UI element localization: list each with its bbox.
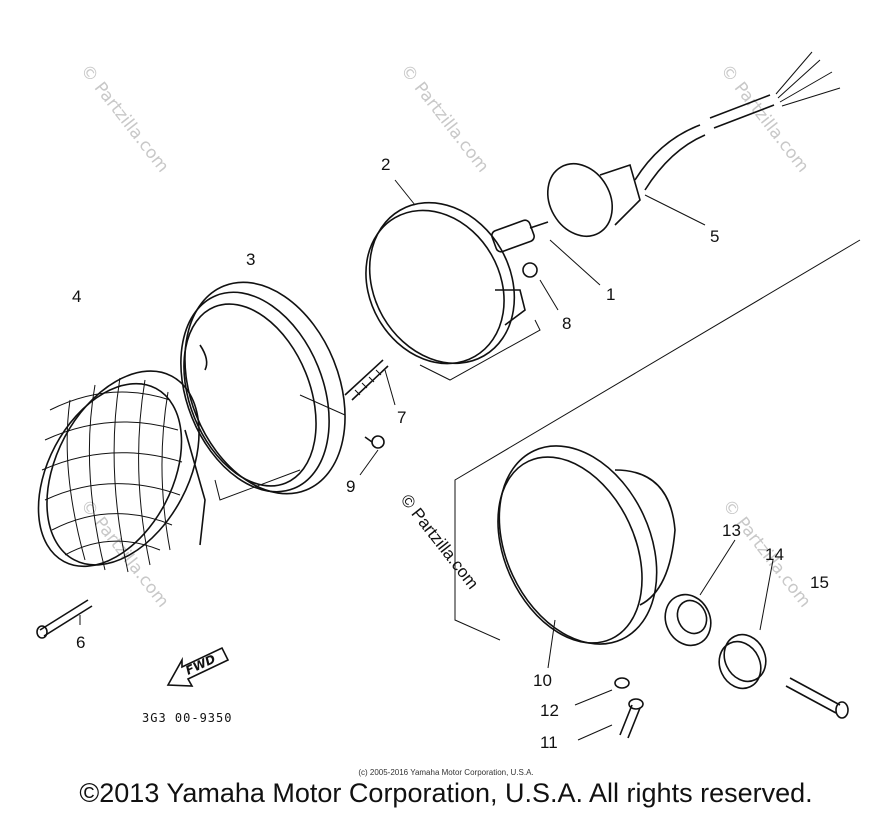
callout-4: 4 bbox=[72, 287, 81, 306]
part-7-screw bbox=[344, 359, 389, 401]
watermark-3: © Partzilla.com bbox=[716, 61, 813, 177]
small-notice: (c) 2005-2016 Yamaha Motor Corporation, … bbox=[358, 768, 533, 777]
part-13-grommet bbox=[664, 593, 712, 647]
part-1-bulb bbox=[491, 219, 549, 253]
callout-13: 13 bbox=[722, 521, 741, 540]
callout-2: 2 bbox=[381, 155, 390, 174]
callout-3: 3 bbox=[246, 250, 255, 269]
part-15-screw bbox=[785, 677, 849, 719]
copyright-notice: ©2013 Yamaha Motor Corporation, U.S.A. A… bbox=[79, 778, 813, 808]
callout-7: 7 bbox=[397, 408, 406, 427]
callout-6: 6 bbox=[76, 633, 85, 652]
part-2-lens bbox=[365, 201, 526, 365]
part-9-bolt bbox=[364, 435, 385, 449]
callout-8: 8 bbox=[562, 314, 571, 333]
part-10-housing bbox=[497, 445, 676, 645]
leader-lines bbox=[79, 179, 861, 741]
callout-12: 12 bbox=[540, 701, 559, 720]
fwd-arrow: FWD bbox=[166, 646, 230, 687]
callout-15: 15 bbox=[810, 573, 829, 592]
part-4-headlight-guard bbox=[37, 370, 206, 573]
watermark-1: © Partzilla.com bbox=[76, 61, 173, 177]
part-3-rim bbox=[180, 281, 346, 495]
watermark-6: © Partzilla.com bbox=[397, 491, 483, 593]
callout-9: 9 bbox=[346, 477, 355, 496]
callouts: 1 2 3 4 5 6 7 8 9 10 11 12 13 14 15 bbox=[72, 155, 829, 752]
part-5-socket-cord bbox=[547, 51, 841, 237]
part-11-bolt bbox=[619, 698, 644, 739]
watermark-2: © Partzilla.com bbox=[396, 61, 493, 177]
callout-5: 5 bbox=[710, 227, 719, 246]
part-14-cap bbox=[718, 633, 767, 690]
callout-11: 11 bbox=[540, 733, 558, 752]
part-12-washer bbox=[614, 677, 630, 689]
part-8-nut bbox=[522, 262, 538, 278]
callout-10: 10 bbox=[533, 671, 552, 690]
callout-1: 1 bbox=[606, 285, 615, 304]
callout-14: 14 bbox=[765, 545, 784, 564]
drawing-code: 3G3 00-9350 bbox=[142, 711, 232, 725]
part-6-screw bbox=[36, 599, 93, 639]
